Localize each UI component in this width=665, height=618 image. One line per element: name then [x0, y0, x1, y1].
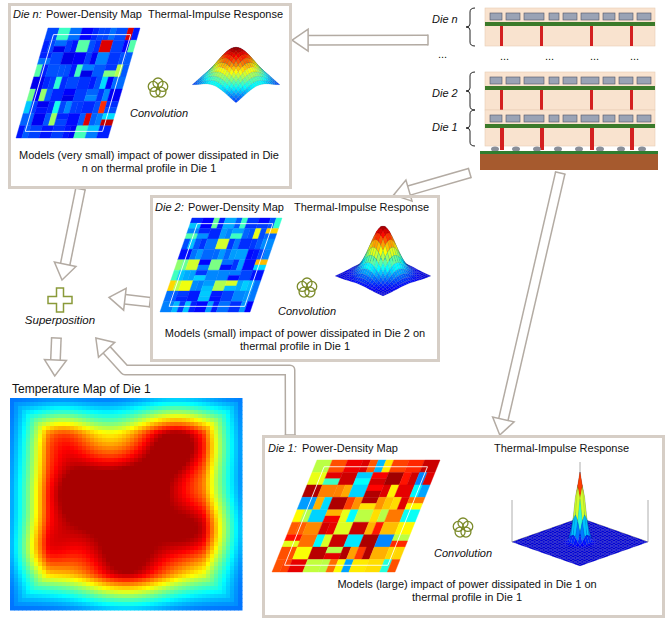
power-cell: [285, 535, 303, 541]
power-cell: [229, 270, 242, 275]
power-cell: [104, 107, 117, 113]
die-outline: [25, 35, 130, 132]
power-cell: [273, 218, 282, 228]
power-cell: [258, 218, 271, 223]
power-cell: [323, 516, 341, 522]
power-cell: [371, 472, 389, 478]
power-cell: [392, 535, 410, 541]
thermal-impulse-surface: [512, 462, 648, 566]
power-cell: [82, 65, 95, 71]
power-cell: [190, 218, 203, 223]
power-cell: [325, 472, 343, 478]
power-cell: [264, 234, 277, 239]
die-outline: [285, 467, 428, 566]
power-cell: [131, 28, 140, 40]
power-density-map: [16, 28, 140, 138]
power-cell: [102, 114, 115, 120]
power-cell: [56, 114, 69, 120]
surface-facet: [381, 294, 385, 296]
power-cell: [390, 541, 408, 547]
power-cell: [282, 541, 300, 547]
power-cell: [51, 132, 64, 138]
plot-axis: [648, 500, 649, 542]
power-cell: [361, 497, 379, 503]
power-cell: [85, 132, 98, 138]
power-cell: [225, 281, 238, 286]
power-cell: [325, 510, 343, 516]
power-cell: [86, 89, 99, 95]
power-cell: [210, 291, 223, 296]
power-cell: [54, 40, 67, 46]
power-density-map: [272, 460, 440, 572]
power-cell: [35, 107, 48, 113]
power-cell: [255, 260, 268, 265]
power-cell: [364, 491, 382, 497]
power-cell: [39, 52, 52, 58]
power-cell: [201, 286, 214, 291]
power-cell: [326, 547, 344, 553]
power-cell: [54, 120, 67, 126]
power-cell: [405, 504, 423, 510]
power-cell: [322, 479, 340, 485]
power-cell: [185, 234, 198, 239]
plot-axis: [512, 500, 513, 542]
power-cell: [198, 228, 211, 233]
power-cell: [356, 472, 374, 478]
power-cell: [103, 71, 116, 77]
power-cell: [224, 218, 237, 223]
power-cell: [407, 497, 425, 503]
power-cell: [197, 265, 210, 270]
power-cell: [203, 281, 216, 286]
power-cell: [80, 71, 93, 77]
power-cell: [219, 265, 232, 270]
power-cell: [227, 275, 240, 280]
power-cell: [359, 504, 377, 510]
power-cell: [84, 95, 97, 101]
power-cell: [113, 77, 126, 83]
thermal-impulse-surface: [335, 226, 431, 296]
power-cell: [193, 275, 206, 280]
power-cell: [177, 291, 190, 296]
power-cell: [63, 89, 76, 95]
power-cell: [323, 553, 341, 559]
power-cell: [111, 83, 124, 89]
power-cell: [100, 120, 113, 126]
power-cell: [36, 101, 49, 107]
power-density-map: [160, 218, 282, 312]
power-cell: [265, 228, 278, 233]
power-cell: [175, 296, 188, 301]
power-cell: [187, 228, 200, 233]
power-cell: [369, 479, 387, 485]
power-cell: [52, 46, 65, 52]
power-cell: [230, 234, 243, 239]
thermal-impulse-surface: [192, 47, 280, 103]
power-cell: [197, 296, 210, 301]
power-cell: [61, 95, 74, 101]
power-cell: [232, 228, 245, 233]
surface-facet: [234, 99, 238, 103]
power-cell: [195, 270, 208, 275]
power-cell: [196, 234, 209, 239]
power-cell: [253, 265, 266, 270]
die-outline: [169, 224, 273, 307]
power-cell: [353, 479, 371, 485]
power-cell: [221, 260, 234, 265]
power-cell: [199, 260, 212, 265]
power-cell: [105, 101, 118, 107]
power-cell: [37, 59, 50, 65]
power-cell: [209, 296, 222, 301]
power-cell: [223, 286, 236, 291]
power-cell: [105, 65, 118, 71]
power-cell: [366, 485, 384, 491]
power-cell: [199, 291, 212, 296]
